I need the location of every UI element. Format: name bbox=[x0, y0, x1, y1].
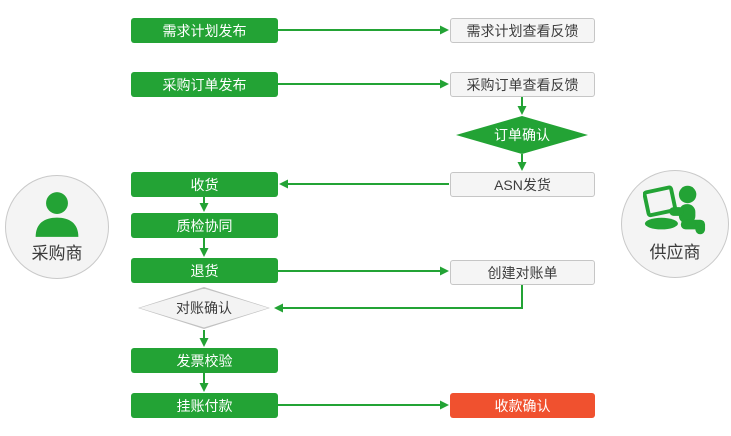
actor-supplier: 供应商 bbox=[621, 170, 729, 278]
node-quality-inspection-collab: 质检协同 bbox=[131, 213, 278, 238]
node-invoice-verification: 发票校验 bbox=[131, 348, 278, 373]
actor-buyer-label: 采购商 bbox=[31, 244, 83, 263]
person-laptop-icon bbox=[643, 185, 706, 235]
node-purchase-order-publish: 采购订单发布 bbox=[131, 72, 278, 97]
actor-buyer: 采购商 bbox=[5, 175, 109, 279]
node-demand-plan-publish: 需求计划发布 bbox=[131, 18, 278, 43]
node-receive-goods: 收货 bbox=[131, 172, 278, 197]
node-create-statement: 创建对账单 bbox=[450, 260, 595, 285]
arrow-statement-to-reconciliation bbox=[274, 285, 523, 313]
actor-supplier-label: 供应商 bbox=[649, 243, 701, 262]
node-asn-shipping: ASN发货 bbox=[450, 172, 595, 197]
node-demand-plan-view-feedback: 需求计划查看反馈 bbox=[450, 18, 595, 43]
person-icon bbox=[35, 192, 79, 237]
node-reconciliation-confirm: 对账确认 bbox=[138, 287, 270, 329]
node-book-payment: 挂账付款 bbox=[131, 393, 278, 418]
node-order-confirm: 订单确认 bbox=[456, 116, 588, 154]
node-return-goods: 退货 bbox=[131, 258, 278, 283]
diamond-label: 订单确认 bbox=[494, 127, 550, 143]
node-purchase-order-view-feedback: 采购订单查看反馈 bbox=[450, 72, 595, 97]
node-payment-receipt-confirm: 收款确认 bbox=[450, 393, 595, 418]
diamond-label: 对账确认 bbox=[176, 300, 232, 316]
